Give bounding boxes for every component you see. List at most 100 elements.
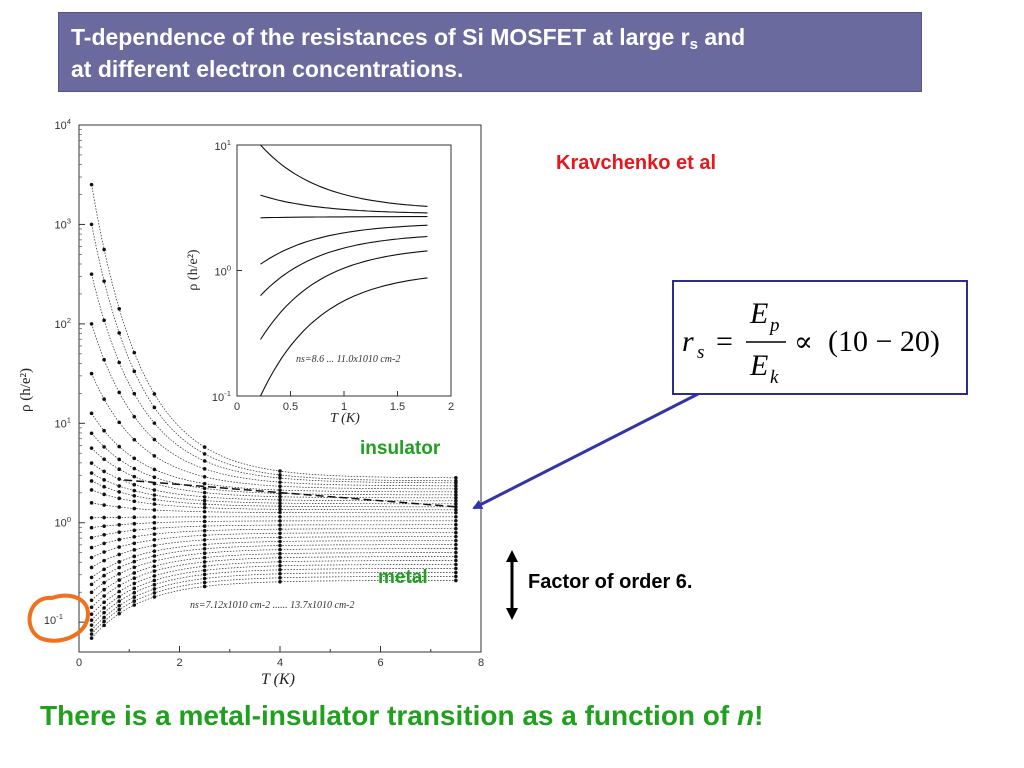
series-point [117, 390, 121, 395]
conclusion-text: There is a metal-insulator transition as… [40, 700, 763, 732]
inset-x-tick-label: 2 [448, 401, 454, 413]
series-point [132, 414, 137, 419]
series-point [89, 535, 94, 540]
formula-numerator-sub: p [768, 315, 780, 336]
series-curve [91, 576, 454, 635]
series-point [132, 554, 137, 559]
series-point [454, 493, 458, 497]
series-point [102, 610, 106, 615]
series-point [202, 495, 207, 499]
series-point [454, 530, 458, 535]
author-label: Kravchenko et al [556, 152, 717, 174]
series-point [117, 578, 121, 582]
factor-label: Factor of order 6. [528, 571, 693, 593]
series-point [132, 474, 137, 479]
conclusion-variable: n [737, 700, 755, 731]
series-point [454, 475, 458, 480]
series-point [152, 595, 157, 599]
inset-series-curve [260, 235, 428, 296]
series-point [278, 484, 282, 489]
series-point [117, 457, 121, 462]
series-point [278, 572, 282, 576]
series-point [454, 502, 458, 506]
series-point [132, 595, 137, 599]
series-point [102, 573, 106, 578]
series-point [102, 541, 106, 546]
series-point [454, 558, 458, 563]
series-point [89, 575, 94, 580]
series-point [89, 565, 94, 570]
series-point [454, 542, 458, 547]
series-point [278, 543, 282, 548]
title-line1-end: and [697, 24, 746, 50]
series-point [202, 502, 207, 506]
series-point [117, 594, 121, 599]
series-point [202, 560, 207, 564]
series-point [89, 590, 94, 595]
series-point [202, 498, 207, 503]
series-point [102, 247, 106, 252]
series-point [102, 594, 106, 598]
series-point [117, 565, 121, 570]
series-point [152, 564, 157, 569]
main-y-tick-label: 101 [54, 415, 71, 430]
series-point [454, 554, 458, 559]
series-point [278, 473, 282, 477]
series-curve [91, 432, 454, 496]
series-point [132, 488, 137, 493]
series-point [102, 623, 106, 628]
series-point [102, 532, 106, 537]
series-point [278, 539, 282, 544]
series-point [454, 526, 458, 531]
series-point [132, 521, 137, 526]
series-point [89, 272, 94, 276]
series-point [202, 568, 207, 573]
series-point [152, 549, 157, 553]
series-point [278, 555, 282, 560]
series-point [89, 636, 94, 640]
pointer-arrow [472, 392, 699, 510]
inset-y-tick-label: 101 [214, 138, 231, 153]
series-curve [91, 572, 454, 631]
series-point [202, 542, 207, 547]
series-point [278, 564, 282, 568]
series-curve [91, 548, 454, 593]
series-point [202, 576, 207, 581]
series-point [132, 437, 137, 442]
separatrix-line [124, 479, 456, 508]
series-point [454, 534, 458, 539]
series-point [202, 445, 207, 449]
series-point [102, 606, 106, 610]
series-point [278, 531, 282, 536]
series-point [102, 503, 106, 507]
series-point [152, 574, 157, 578]
series-point [89, 461, 94, 465]
series-point [454, 574, 458, 579]
series-point [202, 555, 207, 560]
series-point [152, 421, 157, 425]
series-point [152, 591, 157, 595]
series-point [202, 474, 207, 479]
inset-series-curve [260, 277, 428, 397]
series-point [152, 526, 157, 531]
series-point [102, 615, 106, 620]
series-point [454, 570, 458, 575]
series-point [102, 397, 106, 401]
series-point [132, 506, 137, 511]
series-curve [91, 544, 454, 585]
series-point [278, 535, 282, 540]
inset-x-tick-label: 0 [234, 401, 240, 413]
series-point [89, 182, 94, 187]
series-point [102, 445, 106, 449]
series-curve [91, 580, 454, 639]
series-point [278, 507, 282, 512]
series-point [454, 481, 458, 485]
formula-lhs-sub: s [697, 342, 704, 363]
series-point [278, 480, 282, 484]
series-point [117, 572, 121, 576]
series-point [202, 509, 207, 514]
series-curve [91, 520, 454, 529]
series-point [132, 493, 137, 498]
main-y-tick-label: 102 [54, 316, 71, 331]
series-point [152, 467, 157, 472]
